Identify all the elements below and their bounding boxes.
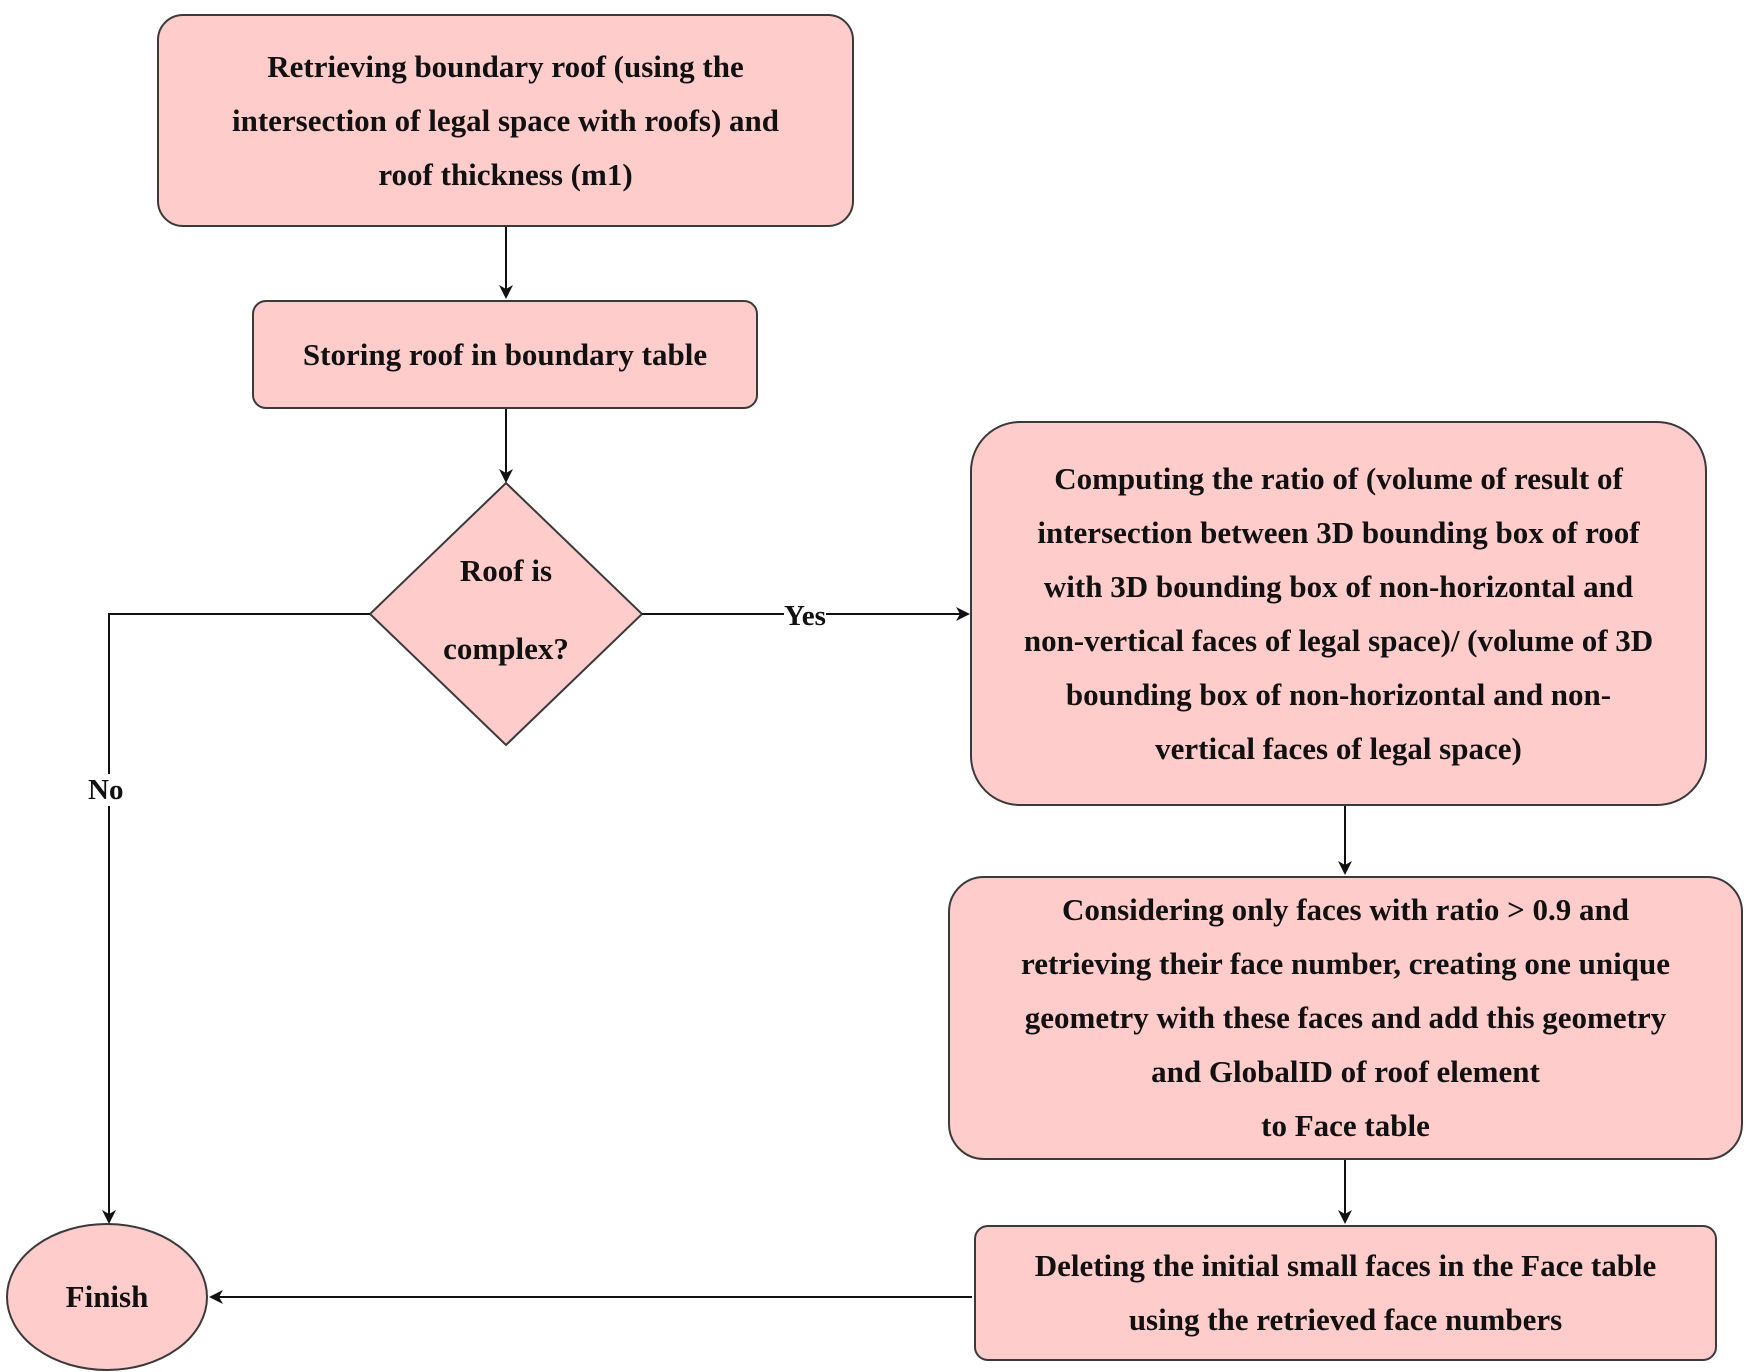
node-delete-text: Deleting the initial small faces in the …: [1034, 1248, 1657, 1337]
node-delete-faces: Deleting the initial small faces in the …: [974, 1225, 1717, 1361]
node-consider-text: Considering only faces with ratio > 0.9 …: [1021, 892, 1670, 1143]
edge-decision-no: [102, 613, 370, 1224]
decision-text: Roof is complex?: [443, 553, 569, 666]
node-store-roof: Storing roof in boundary table: [252, 300, 758, 409]
decision-diamond: [368, 481, 644, 747]
node-compute-ratio: Computing the ratio of (volume of result…: [970, 421, 1707, 806]
node-store-text: Storing roof in boundary table: [302, 336, 708, 372]
node-retrieve-text: Retrieving boundary roof (using the inte…: [231, 48, 780, 192]
edge-label-yes: Yes: [784, 600, 826, 632]
finish-text: Finish: [65, 1279, 149, 1314]
node-compute-text: Computing the ratio of (volume of result…: [1023, 460, 1654, 766]
edge-label-no: No: [88, 774, 124, 806]
node-retrieve-boundary-roof: Retrieving boundary roof (using the inte…: [157, 14, 854, 227]
node-consider-faces: Considering only faces with ratio > 0.9 …: [948, 876, 1743, 1160]
finish-ellipse: [6, 1223, 208, 1371]
